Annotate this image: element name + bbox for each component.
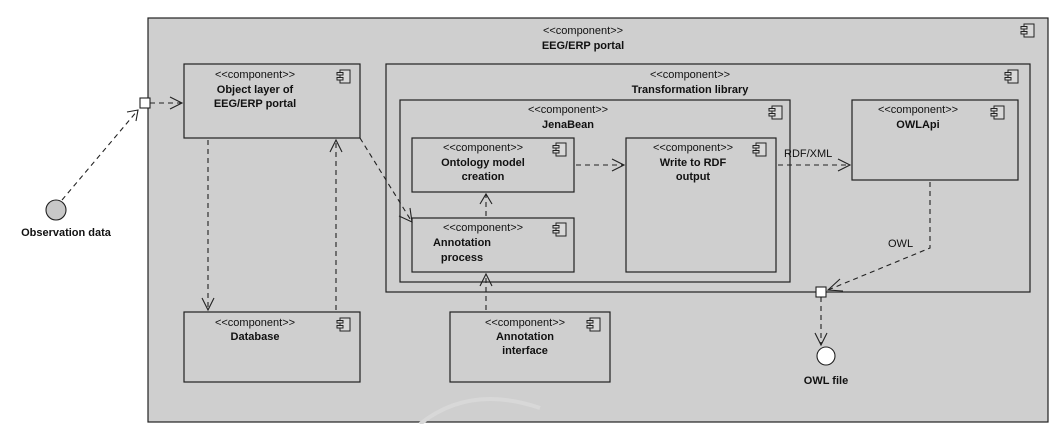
port-icon xyxy=(815,286,827,298)
component-object-layer: <<component>> Object layer of EEG/ERP po… xyxy=(183,63,361,139)
transformation-name: Transformation library xyxy=(632,84,750,96)
edge-port-to-owl-file xyxy=(814,297,828,347)
stereotype-label: <<component>> xyxy=(543,25,623,37)
database-name: Database xyxy=(231,331,280,343)
interface-circle-icon xyxy=(816,346,836,366)
object-layer-name-line1: Object layer of xyxy=(217,84,294,96)
edge-interface-to-annotation-process xyxy=(479,272,493,310)
port-icon xyxy=(139,97,151,109)
portal-name: EEG/ERP portal xyxy=(542,40,624,52)
stereotype-label: <<component>> xyxy=(650,69,730,81)
component-owlapi: <<component>> OWLApi xyxy=(851,99,1019,181)
watermark-curve xyxy=(418,397,541,424)
owl-file-node: OWL file xyxy=(804,346,848,387)
ontology-name-line1: Ontology model xyxy=(441,157,525,169)
edge-owlapi-to-port xyxy=(826,182,931,292)
component-database: <<component>> Database xyxy=(183,311,361,383)
stereotype-label: <<component>> xyxy=(443,142,523,154)
interface-circle-icon xyxy=(45,199,67,221)
write-rdf-name-line1: Write to RDF xyxy=(660,157,727,169)
owlapi-name: OWLApi xyxy=(896,119,939,131)
annotation-process-name-line1: Annotation xyxy=(433,237,491,249)
jenabean-name: JenaBean xyxy=(542,119,594,131)
component-annotation-interface: <<component>> Annotation interface xyxy=(449,311,611,383)
annotation-process-name-line2: process xyxy=(441,252,483,264)
annotation-interface-name-line1: Annotation xyxy=(496,331,554,343)
stereotype-label: <<component>> xyxy=(653,142,733,154)
annotation-interface-name-line2: interface xyxy=(502,345,548,357)
edge-label-rdf-xml: RDF/XML xyxy=(784,148,832,160)
edge-port-to-object-layer xyxy=(150,96,184,110)
edge-object-layer-to-database xyxy=(201,140,215,312)
edge-label-owl: OWL xyxy=(888,238,913,250)
stereotype-label: <<component>> xyxy=(215,317,295,329)
stereotype-label: <<component>> xyxy=(485,317,565,329)
observation-data-node: Observation data xyxy=(21,199,112,239)
owl-file-label: OWL file xyxy=(804,375,848,387)
component-annotation-process: <<component>> Annotation process xyxy=(411,217,575,273)
edge-annotation-process-to-ontology xyxy=(479,192,493,216)
edge-object-layer-to-annotation-process xyxy=(359,137,413,223)
stereotype-label: <<component>> xyxy=(443,222,523,234)
edge-ontology-to-write-rdf xyxy=(576,158,626,172)
object-layer-name-line2: EEG/ERP portal xyxy=(214,98,296,110)
stereotype-label: <<component>> xyxy=(878,104,958,116)
stereotype-label: <<component>> xyxy=(528,104,608,116)
write-rdf-name-line2: output xyxy=(676,171,711,183)
stereotype-label: <<component>> xyxy=(215,69,295,81)
edge-observation-to-port xyxy=(61,109,139,201)
edge-write-rdf-to-owlapi xyxy=(778,158,852,172)
ontology-name-line2: creation xyxy=(462,171,505,183)
edge-database-to-object-layer xyxy=(329,138,343,310)
observation-data-label: Observation data xyxy=(21,227,112,239)
component-ontology-model-creation: <<component>> Ontology model creation xyxy=(411,137,575,193)
component-write-to-rdf-output: <<component>> Write to RDF output xyxy=(625,137,777,273)
